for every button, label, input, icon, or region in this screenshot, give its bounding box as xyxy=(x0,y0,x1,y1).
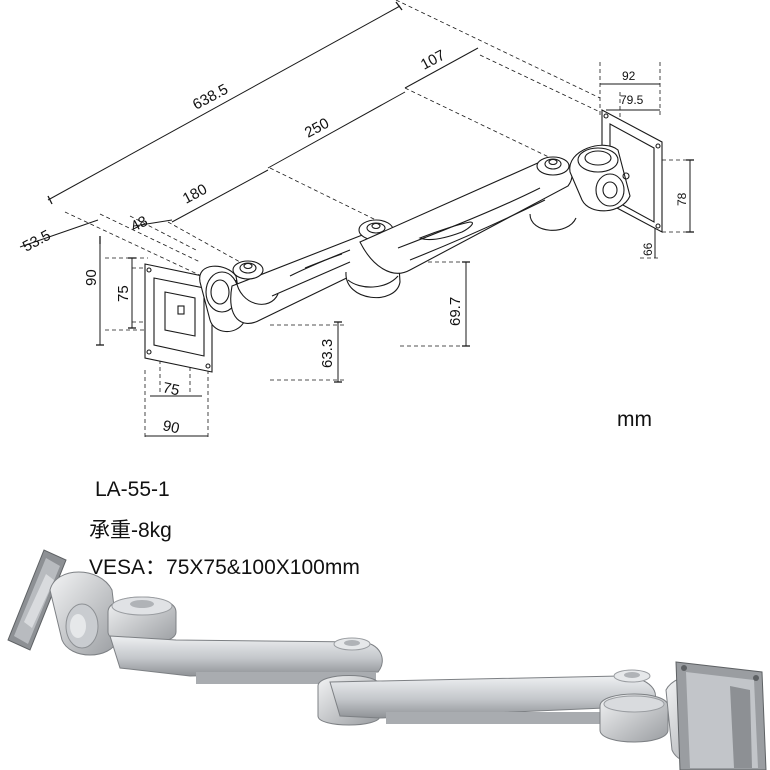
dim-plate-height-75: 75 xyxy=(115,285,132,302)
render-first-joint xyxy=(107,596,177,645)
render-vesa-plate xyxy=(7,549,67,651)
model-number: LA-55-1 xyxy=(95,478,170,501)
second-arm-drawing xyxy=(359,156,577,274)
dim-plate-width-75: 75 xyxy=(161,379,181,399)
render-second-arm xyxy=(329,669,656,724)
dimension-lines xyxy=(19,5,691,437)
dim-segment-250: 250 xyxy=(302,115,332,142)
product-render xyxy=(7,549,767,770)
unit-label: mm xyxy=(617,408,652,431)
dim-overall-length: 638.5 xyxy=(190,81,231,114)
vesa-spec: VESA：75X75&100X100mm xyxy=(89,556,360,579)
render-first-arm xyxy=(109,635,383,684)
dimension-labels: 638.5 107 250 180 48 53.5 90 75 75 90 63… xyxy=(20,47,689,438)
wall-bracket-drawing xyxy=(569,109,663,233)
dim-segment-48: 48 xyxy=(128,213,151,236)
dim-offset-53-5: 53.5 xyxy=(20,227,54,256)
dimension-ticks xyxy=(47,1,694,383)
dim-segment-107: 107 xyxy=(418,47,448,74)
dim-wall-width-79-5: 79.5 xyxy=(620,93,644,107)
dim-height-69-7: 69.7 xyxy=(447,297,464,326)
extension-lines xyxy=(64,0,695,440)
dim-wall-height-78: 78 xyxy=(675,192,689,206)
load-capacity: 承重-8kg xyxy=(89,519,172,542)
dim-plate-width-90: 90 xyxy=(161,417,181,437)
line-drawing xyxy=(19,0,695,440)
render-wall-plate xyxy=(675,661,767,770)
dim-wall-width-92: 92 xyxy=(622,69,636,83)
vesa-plate-drawing xyxy=(144,263,213,373)
dim-height-63-3: 63.3 xyxy=(319,339,336,368)
render-end-joint xyxy=(599,693,669,743)
dim-plate-height-90: 90 xyxy=(83,269,100,286)
tilt-joint-drawing xyxy=(199,265,245,333)
dim-wall-height-66: 66 xyxy=(641,242,655,256)
